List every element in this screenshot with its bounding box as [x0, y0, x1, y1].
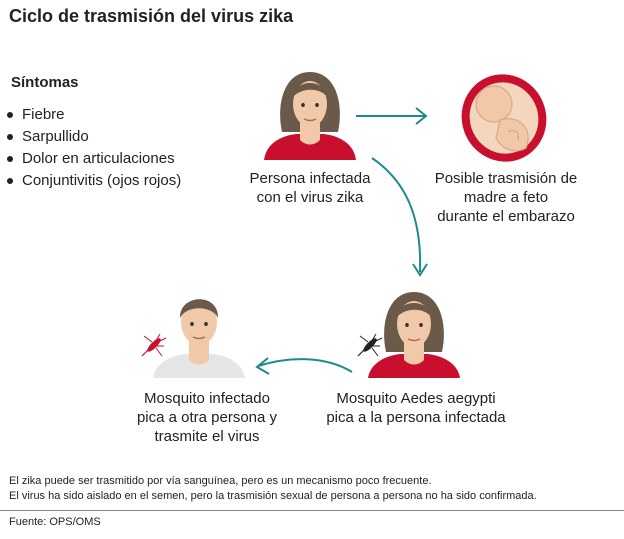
- mosquito-icon: [356, 332, 384, 358]
- list-item: Sarpullido: [6, 126, 181, 148]
- symptoms-heading: Síntomas: [11, 74, 79, 91]
- infected-mosquito-icon: [140, 332, 168, 358]
- note-blood: El zika puede ser trasmitido por vía san…: [9, 475, 432, 487]
- caption-infected-person: Persona infectada con el virus zika: [249, 170, 371, 206]
- note-semen: El virus ha sido aislado en el semen, pe…: [9, 490, 537, 502]
- fetus-in-womb-icon: [456, 70, 554, 166]
- caption-infected-mosquito: Mosquito infectado pica a otra persona y…: [136, 390, 278, 445]
- caption-aedes-bites: Mosquito Aedes aegypti pica a la persona…: [326, 390, 506, 426]
- page-title: Ciclo de trasmisión del virus zika: [9, 6, 294, 26]
- woman-icon: [366, 284, 462, 378]
- bullet-icon: [7, 156, 13, 162]
- arrow-to-fetus: [356, 107, 428, 125]
- caption-mother-to-fetus: Posible trasmisión de madre a feto duran…: [434, 170, 578, 225]
- bullet-icon: [7, 134, 13, 140]
- divider: [0, 510, 624, 511]
- woman-icon: [262, 64, 358, 160]
- arrow-to-other-person: [255, 357, 353, 375]
- source-label: Fuente: OPS/OMS: [9, 516, 101, 528]
- bullet-icon: [7, 178, 13, 184]
- list-item: Conjuntivitis (ojos rojos): [6, 170, 181, 192]
- bullet-icon: [7, 112, 13, 118]
- symptoms-list: Fiebre Sarpullido Dolor en articulacione…: [6, 104, 181, 192]
- man-icon: [151, 284, 247, 378]
- arrow-to-mosquito: [371, 157, 428, 277]
- list-item: Fiebre: [6, 104, 181, 126]
- list-item: Dolor en articulaciones: [6, 148, 181, 170]
